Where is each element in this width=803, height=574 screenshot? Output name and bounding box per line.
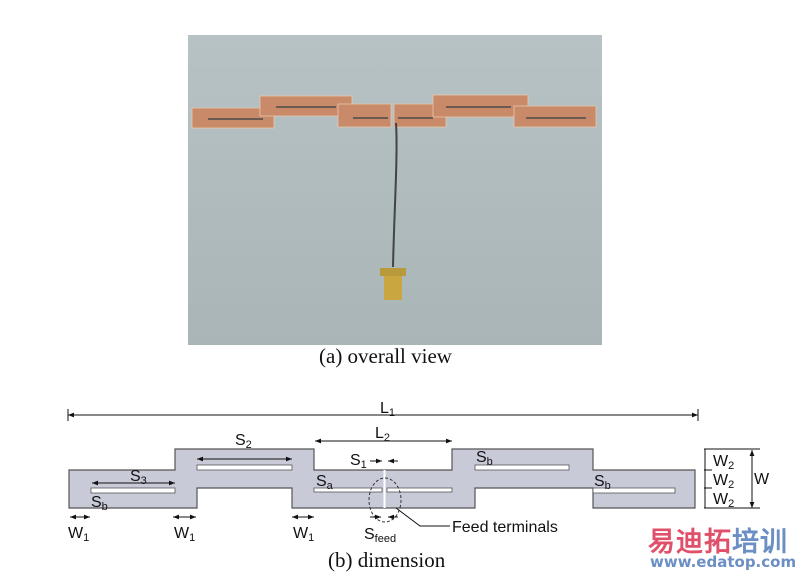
slots: [90, 464, 676, 494]
label-w1-a: W1: [68, 525, 89, 544]
label-s1: S1: [350, 452, 367, 471]
watermark-cn-b: 培训: [732, 527, 788, 558]
label-sb-mid: Sb: [476, 449, 493, 468]
label-feed-terminals: Feed terminals: [452, 519, 558, 536]
watermark-logo: 易迪拓培训: [648, 520, 788, 559]
watermark-cn-a: 易迪拓: [648, 527, 732, 558]
label-s3: S3: [130, 468, 147, 487]
caption-b: (b) dimension: [328, 548, 446, 572]
antenna-photo: [188, 35, 602, 345]
label-sb-right: Sb: [594, 473, 611, 492]
label-w2-b: W2: [713, 472, 734, 491]
caption-a: (a) overall view: [319, 344, 452, 368]
label-sfeed: Sfeed: [364, 526, 396, 545]
label-w1-c: W1: [293, 525, 314, 544]
label-s2: S2: [235, 432, 252, 451]
label-sb-left: Sb: [91, 494, 108, 513]
watermark-url: www.edatop.com: [650, 553, 797, 571]
sma-connector: [380, 268, 406, 300]
coax-cable: [392, 122, 398, 268]
label-w2-c: W2: [713, 491, 734, 510]
label-l2: L2: [375, 425, 390, 444]
label-w2-a: W2: [713, 453, 734, 472]
label-l1: L1: [380, 400, 395, 419]
label-w: W: [754, 471, 770, 488]
label-sa: Sa: [316, 473, 334, 492]
label-w1-b: W1: [174, 525, 195, 544]
feed-circle: [368, 477, 402, 523]
